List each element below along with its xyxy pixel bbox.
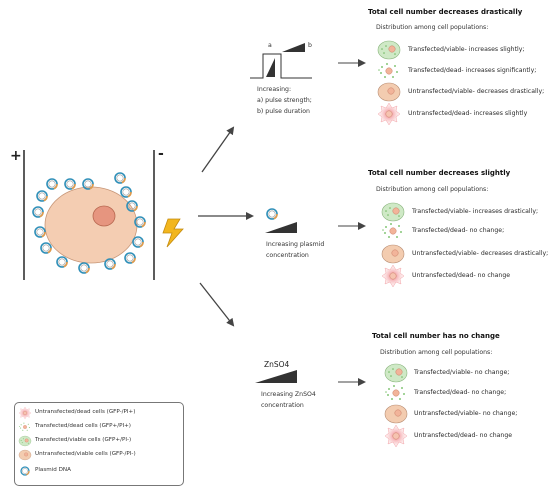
bottom-row-2: Transfected/dead- no change; (414, 389, 507, 396)
top-row-2: Transfected/dead- increases significantl… (408, 67, 537, 74)
legend-item-plasmid: Plasmid DNA (35, 467, 71, 473)
untransfected-dead-cell-icon (381, 264, 405, 288)
legend-item-untransfected-viable: Untransfected/viable cells (GFP-/PI-) (35, 451, 136, 457)
bottom-heading: Total cell number has no change (372, 332, 500, 340)
middle-row-2: Transfected/dead- no change; (412, 227, 505, 234)
transfected-viable-cell-icon (384, 363, 408, 383)
middle-row-4: Untransfected/dead- no change (412, 272, 511, 279)
legend-item-untransfected-dead: Untransfected/dead cells (GFP-/PI+) (35, 409, 136, 415)
minus-sign: - (158, 146, 164, 162)
transfected-dead-cell-icon (377, 62, 399, 79)
bottom-row-1: Transfected/viable- no change; (414, 369, 510, 376)
untransfected-viable-cell-icon (384, 404, 408, 424)
transfected-dead-cell-icon (384, 384, 406, 401)
large-cell-nucleus (92, 205, 116, 227)
legend-untransfected-viable-icon (18, 449, 32, 461)
untransfected-viable-cell-icon (381, 244, 405, 264)
pulse-waveform (250, 53, 312, 79)
pulse-duration-label: b) pulse duration (257, 108, 310, 115)
bottom-row-3: Untransfected/viable- no change; (414, 410, 518, 417)
transfected-dead-cell-icon (381, 222, 403, 239)
plasmid-line-1: Increasing plasmid (266, 241, 325, 248)
untransfected-viable-cell-icon (377, 82, 401, 102)
legend-transfected-viable-icon (18, 435, 32, 447)
untransfected-dead-cell-icon (377, 102, 401, 126)
pulse-strength-wedge (266, 58, 275, 77)
znso4-label: ZnSO4 (264, 360, 290, 369)
top-row-4: Untransfected/dead- increases slightly (408, 110, 528, 117)
top-row-1: Transfected/viable- increases slightly; (408, 46, 525, 53)
lightning-bolt-icon (162, 218, 184, 248)
legend-item-transfected-viable: Transfected/viable cells (GFP+/PI-) (35, 437, 132, 443)
plasmid-line-2: concentration (266, 252, 309, 259)
middle-row-1: Transfected/viable- increases drasticall… (412, 208, 539, 215)
arrow-to-pulse (201, 126, 235, 173)
label-b: b (308, 42, 312, 49)
legend: Untransfected/dead cells (GFP-/PI+) Tran… (14, 402, 184, 486)
legend-transfected-dead-icon (18, 422, 31, 432)
label-a: a (268, 42, 272, 49)
middle-heading: Total cell number decreases slightly (368, 169, 511, 177)
arrow-to-znso4 (199, 282, 235, 327)
znso4-line-2: concentration (261, 402, 304, 409)
increasing-label: Increasing: (257, 86, 292, 93)
plasmid-icon (266, 208, 278, 220)
middle-row-3: Untransfected/viable- decreases drastica… (412, 250, 549, 257)
electroporation-chamber (23, 150, 155, 280)
top-heading: Total cell number decreases drastically (368, 8, 523, 16)
pulse-diagram (250, 43, 312, 79)
top-subheading: Distribution among cell populations: (376, 24, 489, 31)
top-row-3: Untransfected/viable- decreases drastica… (408, 88, 545, 95)
middle-subheading: Distribution among cell populations: (376, 186, 489, 193)
znso4-line-1: Increasing ZnSO4 (261, 391, 316, 398)
legend-item-transfected-dead: Transfected/dead cells (GFP+/PI+) (35, 423, 131, 429)
bottom-subheading: Distribution among cell populations: (380, 349, 493, 356)
bottom-row-4: Untransfected/dead- no change (414, 432, 513, 439)
znso4-wedge (255, 370, 297, 383)
legend-untransfected-dead-icon (18, 406, 32, 420)
plus-sign: + (10, 148, 22, 164)
transfected-viable-cell-icon (381, 202, 405, 222)
pulse-strength-label: a) pulse strength; (257, 97, 312, 104)
large-cell (44, 186, 138, 264)
plasmid-wedge (265, 222, 297, 233)
untransfected-dead-cell-icon (384, 424, 408, 448)
pulse-duration-wedge (282, 43, 305, 52)
legend-plasmid-icon (20, 466, 30, 476)
transfected-viable-cell-icon (377, 40, 401, 60)
